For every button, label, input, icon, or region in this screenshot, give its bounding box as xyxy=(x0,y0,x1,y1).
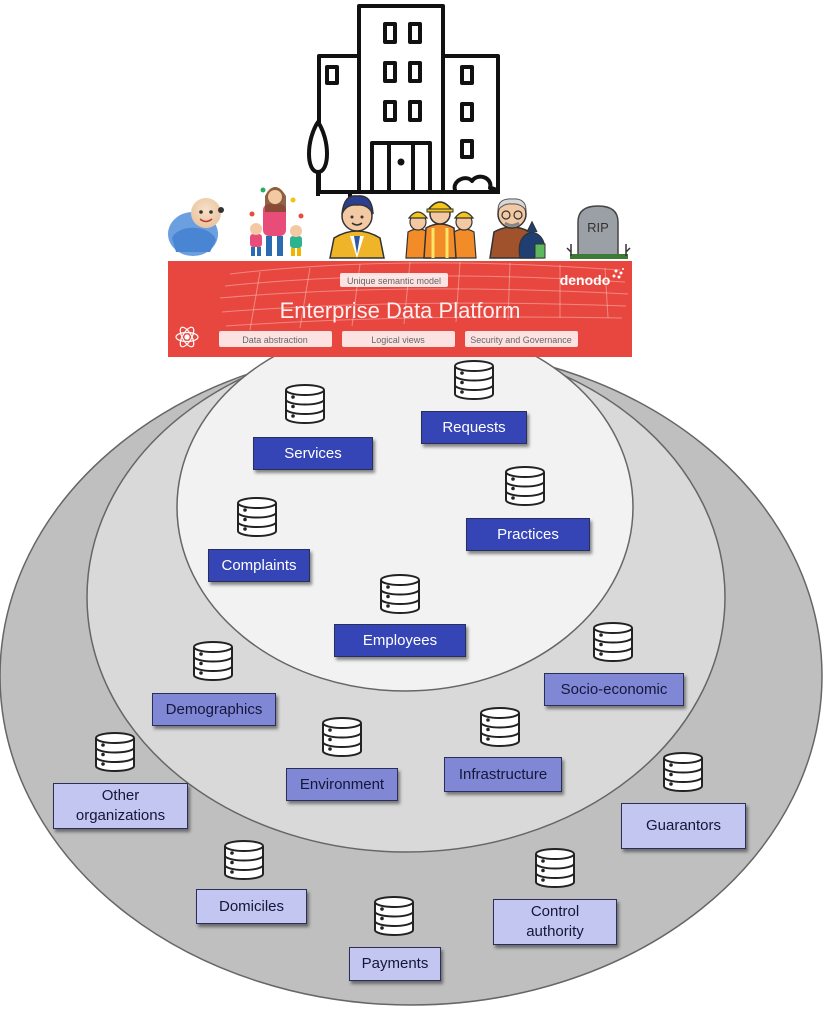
banner-title: Enterprise Data Platform xyxy=(280,298,521,323)
database-icon xyxy=(454,360,494,400)
database-icon xyxy=(380,574,420,614)
database-icon xyxy=(593,622,633,662)
label-other-organizations: Other organizations xyxy=(53,783,188,829)
label-demographics: Demographics xyxy=(152,693,276,726)
database-icon xyxy=(663,752,703,792)
database-icon xyxy=(285,384,325,424)
label-payments: Payments xyxy=(349,947,441,981)
label-complaints: Complaints xyxy=(208,549,310,582)
enterprise-data-platform-banner: Unique semantic model Enterprise Data Pl… xyxy=(168,261,632,357)
retiree-icon xyxy=(489,198,546,259)
banner-tag-security-governance: Security and Governance xyxy=(470,335,572,345)
database-icon xyxy=(95,732,135,772)
workers-icon xyxy=(405,201,477,259)
database-icon xyxy=(224,840,264,880)
building-icon xyxy=(307,4,500,200)
family-icon xyxy=(249,187,304,256)
label-control-authority: Control authority xyxy=(493,899,617,945)
banner-tag-data-abstraction: Data abstraction xyxy=(242,335,308,345)
database-icon xyxy=(193,641,233,681)
database-icon xyxy=(322,717,362,757)
tombstone-icon: RIP xyxy=(566,205,631,259)
label-socio-economic: Socio-economic xyxy=(544,673,684,706)
label-requests: Requests xyxy=(421,411,527,444)
banner-tag-top: Unique semantic model xyxy=(347,276,441,286)
label-infrastructure: Infrastructure xyxy=(444,757,562,792)
database-icon xyxy=(237,497,277,537)
database-icon xyxy=(480,707,520,747)
banner-tag-logical-views: Logical views xyxy=(371,335,425,345)
atom-icon xyxy=(175,326,199,348)
denodo-logo-dots xyxy=(612,268,624,279)
database-icon xyxy=(535,848,575,888)
tombstone-text: RIP xyxy=(587,220,609,235)
label-practices: Practices xyxy=(466,518,590,551)
label-employees: Employees xyxy=(334,624,466,657)
label-services: Services xyxy=(253,437,373,470)
label-environment: Environment xyxy=(286,768,398,801)
label-domiciles: Domiciles xyxy=(196,889,307,924)
database-icon xyxy=(374,896,414,936)
student-icon xyxy=(329,195,385,259)
label-guarantors: Guarantors xyxy=(621,803,746,849)
database-icon xyxy=(505,466,545,506)
denodo-logo: denodo xyxy=(560,272,611,288)
baby-icon xyxy=(168,198,224,256)
